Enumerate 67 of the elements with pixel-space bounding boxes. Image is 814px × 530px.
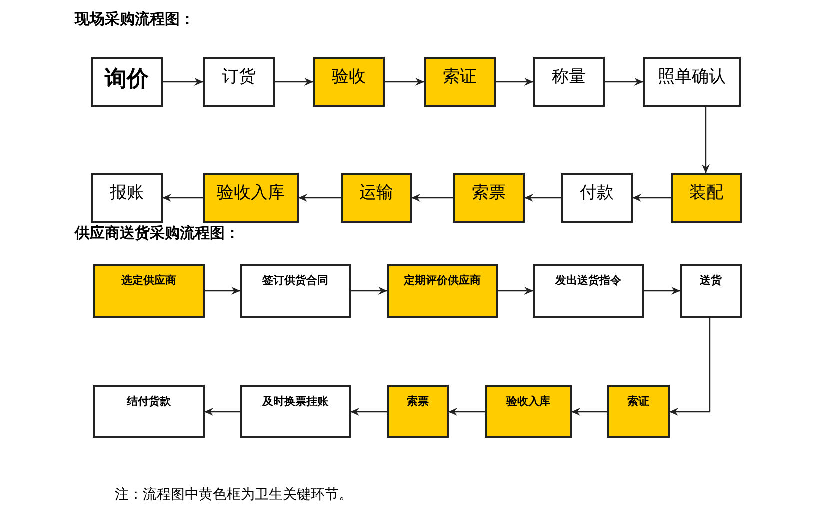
process-box	[93, 264, 205, 318]
arrow	[496, 78, 534, 86]
process-box	[680, 264, 742, 318]
node-text: 索票	[406, 394, 430, 410]
arrow	[572, 408, 607, 416]
process-box	[387, 385, 449, 438]
node-text: 签订供货合同	[262, 273, 330, 288]
process-box	[533, 57, 605, 107]
arrow	[498, 287, 534, 295]
arrow	[632, 194, 671, 202]
process-box	[533, 264, 644, 318]
arrow	[385, 78, 424, 86]
process-box	[93, 385, 205, 438]
node-text: 报账	[110, 182, 144, 204]
node-text: 索证	[443, 66, 477, 88]
section-heading: 供应商送货采购流程图：	[75, 224, 240, 243]
process-box	[313, 57, 385, 107]
arrow	[605, 78, 644, 86]
process-box	[203, 173, 299, 223]
node-text: 定期评价供应商	[402, 273, 482, 288]
arrow	[163, 78, 204, 86]
process-box	[91, 57, 163, 107]
arrow	[702, 107, 710, 174]
section-heading: 现场采购流程图：	[75, 10, 195, 29]
process-box	[240, 264, 351, 318]
arrow	[412, 194, 453, 202]
node-text: 称量	[552, 66, 586, 88]
node-text: 选定供应商	[120, 273, 178, 288]
node-text: 照单确认	[658, 66, 726, 88]
process-box	[485, 385, 572, 438]
process-box	[203, 57, 275, 107]
node-text: 装配	[690, 182, 724, 204]
node-text: 发出送货指令	[554, 273, 622, 288]
node-text: 验收入库	[217, 182, 285, 204]
process-box	[341, 173, 412, 223]
process-box	[387, 264, 498, 318]
node-text: 订货	[222, 66, 256, 88]
arrow	[351, 287, 388, 295]
node-text: 付款	[580, 182, 614, 204]
arrow	[670, 318, 711, 416]
node-text: 运输	[360, 182, 394, 204]
arrow	[524, 194, 561, 202]
node-text: 送货	[699, 273, 723, 288]
arrow	[448, 408, 485, 416]
process-box	[424, 57, 496, 107]
node-text: 索票	[472, 182, 506, 204]
arrow	[644, 287, 680, 295]
arrow	[204, 408, 240, 416]
process-box	[561, 173, 633, 223]
arrow	[350, 408, 387, 416]
process-box	[453, 173, 525, 223]
arrow	[162, 194, 203, 202]
process-box	[91, 173, 163, 223]
arrow	[205, 287, 240, 295]
arrow	[275, 78, 314, 86]
node-text: 索证	[626, 394, 650, 410]
process-box	[671, 173, 742, 223]
node-text: 验收	[332, 66, 366, 88]
process-box	[240, 385, 351, 438]
process-box	[607, 385, 670, 438]
node-text: 及时换票挂账	[261, 394, 330, 410]
node-text: 验收入库	[505, 394, 552, 410]
node-text: 询价	[105, 66, 149, 94]
arrow	[298, 194, 341, 202]
node-text: 结付货款	[126, 394, 172, 410]
footnote: 注：流程图中黄色框为卫生关键环节。	[115, 486, 353, 504]
process-box	[643, 57, 741, 107]
